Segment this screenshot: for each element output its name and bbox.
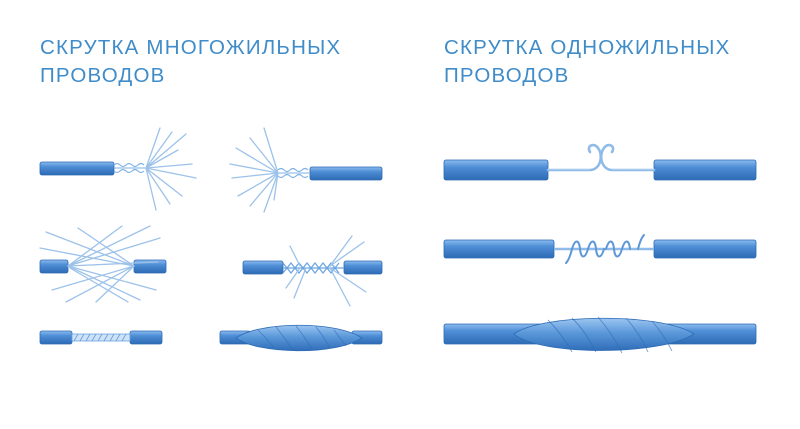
wire-insulation-left — [242, 260, 284, 275]
bare-cores — [546, 143, 656, 172]
wire-insulation-right — [129, 330, 163, 345]
wire-insulation — [309, 166, 383, 181]
twisted-strands — [113, 162, 146, 174]
wire-insulation-left — [443, 239, 555, 259]
twisted-core — [71, 333, 131, 342]
solid-step-3-taped-joint — [443, 316, 757, 354]
insulating-tape — [513, 317, 695, 351]
solid-step-2-twisted-cores — [443, 234, 757, 264]
stranded-wires-heading: СКРУТКА МНОГОЖИЛЬНЫХ ПРОВОДОВ — [40, 34, 341, 90]
wire-insulation-right — [343, 260, 383, 275]
solid-heading-line-1: СКРУТКА ОДНОЖИЛЬНЫХ — [444, 36, 731, 59]
twisted-strands — [277, 167, 310, 179]
fanned-strands — [145, 127, 197, 211]
stranded-step-1-fanned-strands-left — [229, 127, 383, 213]
solid-heading-line-2: ПРОВОДОВ — [444, 64, 570, 87]
stranded-heading-line-1: СКРУТКА МНОГОЖИЛЬНЫХ — [40, 36, 342, 59]
loose-strands — [285, 235, 367, 307]
stranded-step-1-fanned-strands-right — [39, 127, 197, 211]
fanned-strands — [229, 127, 279, 213]
interleaved-strands — [39, 225, 161, 303]
insulating-tape — [235, 324, 363, 352]
solid-step-1-hooked-cores — [443, 143, 757, 181]
twisted-cores — [565, 234, 645, 264]
wire-insulation — [39, 161, 115, 176]
wire-insulation-right — [653, 239, 757, 259]
solid-wires-heading: СКРУТКА ОДНОЖИЛЬНЫХ ПРОВОДОВ — [444, 34, 731, 90]
stranded-heading-line-2: ПРОВОДОВ — [40, 64, 166, 87]
stranded-step-3-taped-joint — [219, 324, 383, 352]
stranded-step-2-interleaved-strands — [39, 225, 167, 303]
wrapped-core — [282, 262, 344, 274]
wire-insulation-left — [39, 259, 69, 274]
stranded-step-3-twisted-joint — [39, 330, 163, 345]
wire-insulation-left — [39, 330, 73, 345]
stranded-step-2-wrapped-strands — [242, 235, 383, 307]
wire-insulation-right — [653, 159, 757, 181]
wire-insulation-left — [443, 159, 549, 181]
